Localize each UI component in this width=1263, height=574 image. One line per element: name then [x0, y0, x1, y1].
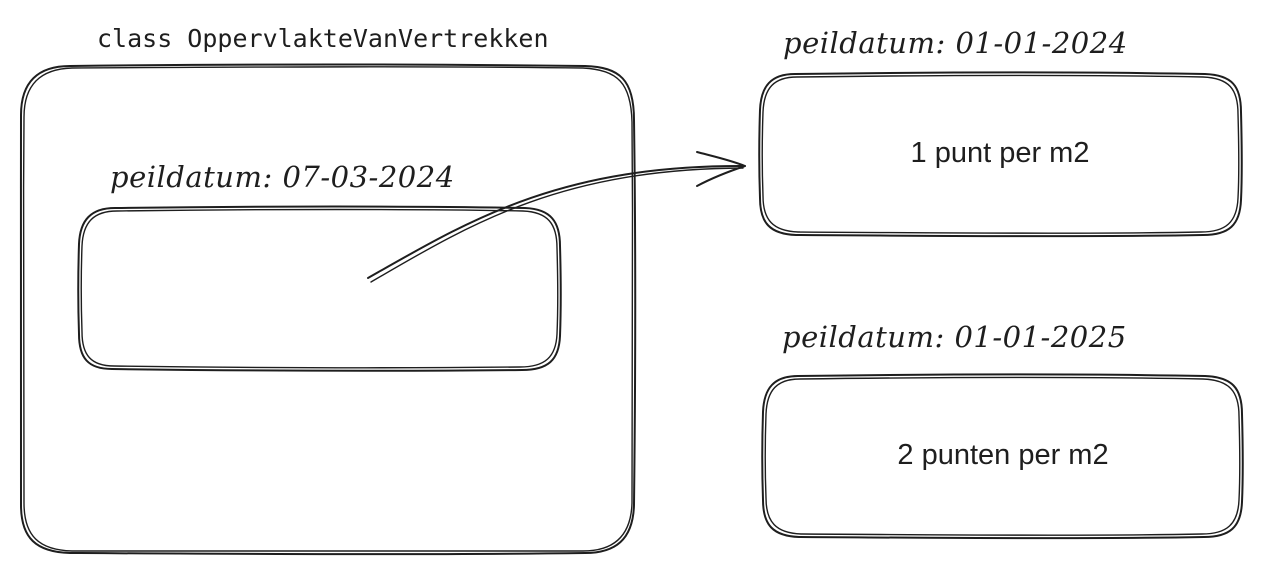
rule-box-2025 [761, 373, 1244, 540]
rule-text-2025: 2 punten per m2 [897, 439, 1109, 471]
rule-box-2024 [758, 71, 1243, 238]
connector-arrow [367, 151, 746, 283]
inner-peildatum-box [77, 205, 562, 372]
class-title: class OppervlakteVanVertrekken [97, 24, 549, 53]
rule-text-2024: 1 punt per m2 [910, 137, 1090, 169]
class-container-box [19, 63, 637, 556]
arrowhead-icon [696, 151, 746, 187]
inner-peildatum-label: peildatum: 07-03-2024 [110, 160, 455, 194]
rule-label-2024: peildatum: 01-01-2024 [783, 26, 1128, 60]
rule-label-2025: peildatum: 01-01-2025 [782, 320, 1127, 354]
